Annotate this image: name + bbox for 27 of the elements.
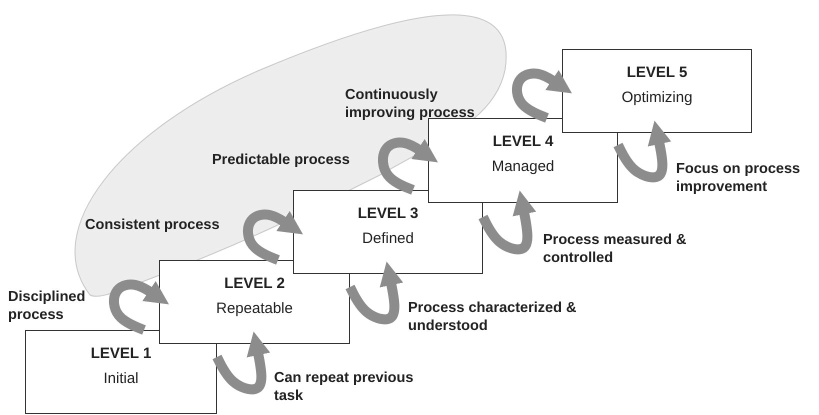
level-name: Initial [102, 370, 140, 387]
level-box [562, 49, 752, 133]
level-box [25, 330, 217, 414]
edge-label: Continuously improving process [345, 86, 476, 122]
level-box [428, 118, 618, 203]
edge-label: Can repeat previous task [274, 369, 414, 405]
curved-arrow [512, 68, 572, 123]
edge-label: Disciplined process [8, 288, 86, 324]
curved-arrow [108, 279, 169, 335]
level-name: Defined [361, 230, 415, 247]
level-title: LEVEL 4 [492, 133, 554, 150]
level-name: Repeatable [215, 300, 294, 317]
level-box [159, 260, 350, 344]
level-name: Managed [490, 158, 556, 175]
edge-label: Consistent process [85, 216, 221, 234]
level-name: Optimizing [620, 89, 694, 106]
curved-arrow [242, 209, 303, 265]
edge-label: Predictable process [212, 151, 351, 169]
level-title: LEVEL 2 [223, 275, 286, 292]
edge-label: Focus on process improvement [676, 160, 802, 196]
level-title: LEVEL 3 [356, 205, 420, 222]
level-title: LEVEL 1 [90, 345, 152, 362]
level-title: LEVEL 5 [626, 64, 688, 81]
edge-label: Process measured & controlled [543, 231, 688, 267]
edge-label: Process characterized & understood [408, 299, 578, 335]
level-box [293, 190, 483, 274]
curved-arrow [378, 137, 438, 195]
